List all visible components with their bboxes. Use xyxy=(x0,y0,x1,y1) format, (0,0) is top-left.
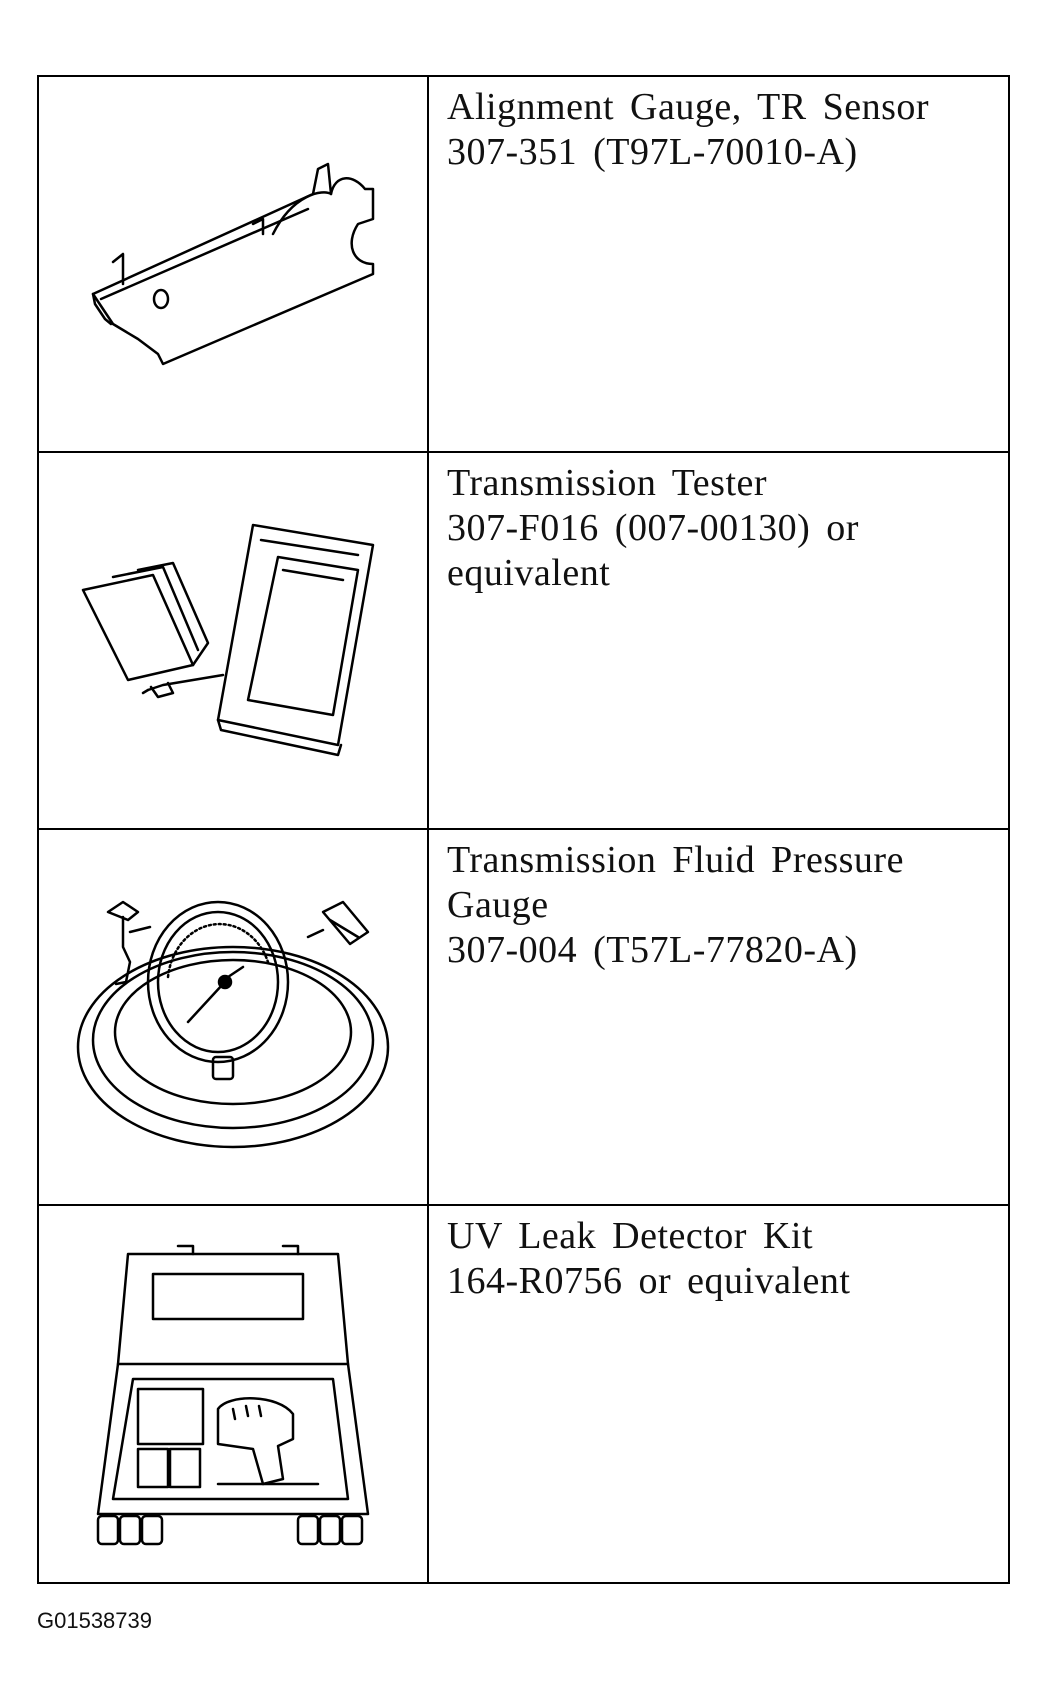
tool-part-number: 307-F016 (007-00130) or xyxy=(447,507,859,550)
transmission-tester-icon xyxy=(81,524,375,757)
tool-name: Transmission Tester xyxy=(447,462,768,505)
pressure-gauge-icon xyxy=(76,900,390,1148)
tool-name: UV Leak Detector Kit xyxy=(447,1214,814,1257)
tool-name: Transmission Fluid Pressure xyxy=(447,838,904,881)
tool-part-number: 307-004 (T57L-77820-A) xyxy=(447,928,858,971)
uv-leak-detector-kit-icon xyxy=(96,1244,370,1546)
alignment-gauge-icon xyxy=(91,162,375,366)
tool-part-number: 164-R0756 or equivalent xyxy=(447,1259,851,1302)
tool-image-cell xyxy=(39,77,429,454)
tool-name-continued: Gauge xyxy=(447,883,549,926)
tool-description-cell: Transmission Tester 307-F016 (007-00130)… xyxy=(429,453,1008,830)
tool-name: Alignment Gauge, TR Sensor xyxy=(447,86,930,128)
tool-description-cell: UV Leak Detector Kit 164-R0756 or equiva… xyxy=(429,1206,1008,1582)
tool-image-cell xyxy=(39,453,429,830)
tool-description-cell: Alignment Gauge, TR Sensor 307-351 (T97L… xyxy=(429,77,1008,454)
tool-part-number: 307-351 (T97L-70010-A) xyxy=(447,131,858,173)
special-tools-table: Alignment Gauge, TR Sensor 307-351 (T97L… xyxy=(37,75,1010,1584)
tool-image-cell xyxy=(39,1205,429,1582)
tool-note: equivalent xyxy=(447,552,611,595)
tool-description-cell: Transmission Fluid Pressure Gauge 307-00… xyxy=(429,830,1008,1206)
tool-image-cell xyxy=(39,829,429,1206)
figure-id: G01538739 xyxy=(37,1608,152,1633)
